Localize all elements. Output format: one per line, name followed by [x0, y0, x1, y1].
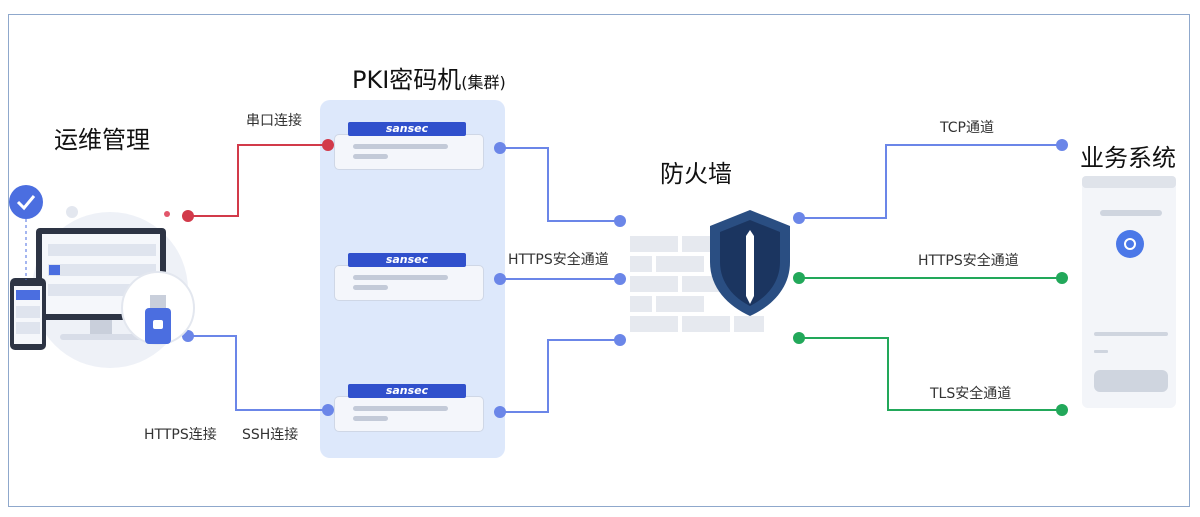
ops-title: 运维管理 — [54, 126, 150, 154]
ssh-line — [188, 335, 328, 411]
diagram-frame — [8, 14, 1190, 507]
https-mid-label: HTTPS安全通道 — [508, 252, 609, 268]
firewall-title: 防火墙 — [660, 160, 732, 188]
server2-dot — [494, 273, 506, 285]
tcp-dot-left — [793, 212, 805, 224]
tls-dot-left — [793, 332, 805, 344]
server1-to-firewall-line — [500, 147, 620, 222]
server-brand-label: sansec — [348, 253, 466, 267]
server1-dot — [494, 142, 506, 154]
tcp-dot-right — [1056, 139, 1068, 151]
ops-illustration — [9, 185, 195, 368]
https-right-dot-left — [793, 272, 805, 284]
serial-label: 串口连接 — [246, 113, 302, 129]
https-right-dot-right — [1056, 272, 1068, 284]
pki-server-1: sansec — [334, 122, 484, 174]
serial-line — [188, 144, 328, 217]
serial-dot-left — [182, 210, 194, 222]
https-conn-label: HTTPS连接 — [144, 427, 217, 443]
pki-server-3: sansec — [334, 384, 484, 436]
pki-title-main: PKI密码机 — [352, 66, 462, 94]
tcp-label: TCP通道 — [940, 120, 994, 136]
serial-dot-right — [322, 139, 334, 151]
server-body — [334, 396, 484, 432]
firewall-illustration — [630, 210, 790, 332]
tcp-line — [799, 144, 1062, 219]
server-brand-label: sansec — [348, 122, 466, 136]
firewall-dot-top — [614, 215, 626, 227]
ssh-conn-label: SSH连接 — [242, 427, 299, 443]
business-title: 业务系统 — [1080, 144, 1176, 172]
tls-line — [799, 337, 1062, 411]
https-right-label: HTTPS安全通道 — [918, 253, 1019, 269]
tls-label: TLS安全通道 — [930, 386, 1012, 402]
business-device — [1082, 176, 1176, 408]
firewall-dot-bottom — [614, 334, 626, 346]
pki-title: PKI密码机(集群) — [352, 60, 506, 95]
server-brand-label: sansec — [348, 384, 466, 398]
server3-to-firewall-line — [500, 339, 620, 413]
pki-title-suffix: (集群) — [461, 73, 506, 92]
ssh-dot-right — [322, 404, 334, 416]
server3-dot — [494, 406, 506, 418]
firewall-dot-mid — [614, 273, 626, 285]
server-body — [334, 265, 484, 301]
pki-server-2: sansec — [334, 253, 484, 305]
server-body — [334, 134, 484, 170]
tls-dot-right — [1056, 404, 1068, 416]
